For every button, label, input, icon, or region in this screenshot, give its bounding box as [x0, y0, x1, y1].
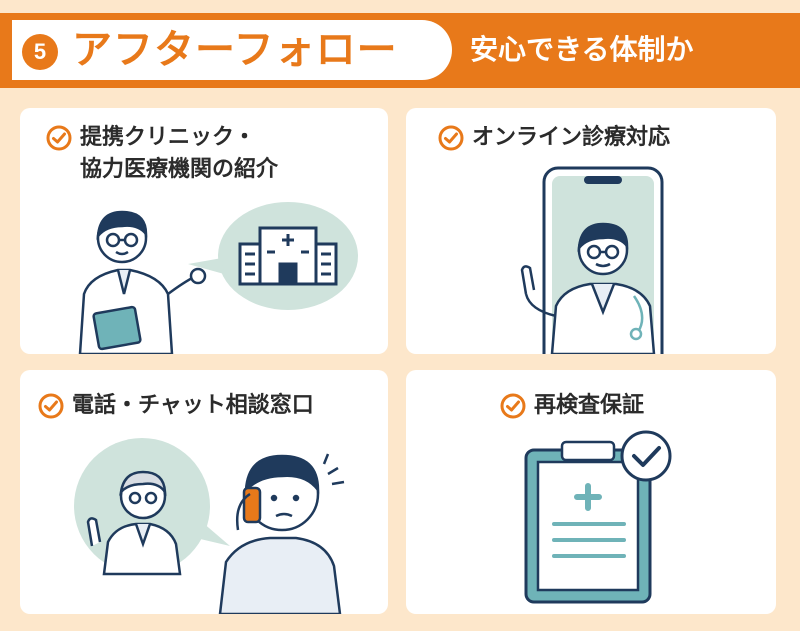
- hospital-icon: [238, 226, 338, 286]
- card-phone-chat-support: 電話・チャット相談窓口: [20, 370, 388, 614]
- card-clinic-referral: 提携クリニック・ 協力医療機関の紹介: [20, 108, 388, 354]
- card-title: 提携クリニック・ 協力医療機関の紹介: [46, 122, 278, 186]
- page-title: アフターフォロー: [72, 27, 398, 73]
- check-circle-icon: [38, 393, 64, 419]
- doctor-referral-illustration: [78, 202, 358, 354]
- check-circle-icon: [46, 125, 72, 151]
- card-title: オンライン診療対応: [438, 122, 670, 154]
- step-number-badge: 5: [22, 34, 58, 70]
- doctor-icon: [520, 222, 656, 354]
- doctor-icon: [78, 210, 207, 354]
- card-title-line1: 提携クリニック・: [80, 125, 256, 150]
- smartphone-doctor-illustration: [520, 166, 664, 354]
- title-pill: [12, 20, 452, 80]
- patient-on-phone-icon: [218, 453, 345, 614]
- verified-check-icon: [620, 430, 672, 482]
- card-title-line1: 再検査保証: [534, 393, 645, 418]
- card-retest-guarantee: 再検査保証: [406, 370, 776, 614]
- phone-support-illustration: [74, 438, 345, 614]
- card-title-line2: 協力医療機関の紹介: [80, 157, 279, 182]
- check-circle-icon: [500, 393, 526, 419]
- page-subtitle: 安心できる体制か: [470, 33, 694, 66]
- clipboard-guarantee-illustration: [524, 430, 672, 604]
- clipboard-icon: [524, 440, 652, 604]
- card-title: 再検査保証: [500, 390, 644, 422]
- card-title-line1: オンライン診療対応: [472, 125, 671, 150]
- card-online-consultation: オンライン診療対応: [406, 108, 776, 354]
- check-circle-icon: [438, 125, 464, 151]
- card-title: 電話・チャット相談窓口: [38, 390, 314, 422]
- senior-doctor-icon: [86, 470, 182, 576]
- card-title-line1: 電話・チャット相談窓口: [72, 393, 314, 418]
